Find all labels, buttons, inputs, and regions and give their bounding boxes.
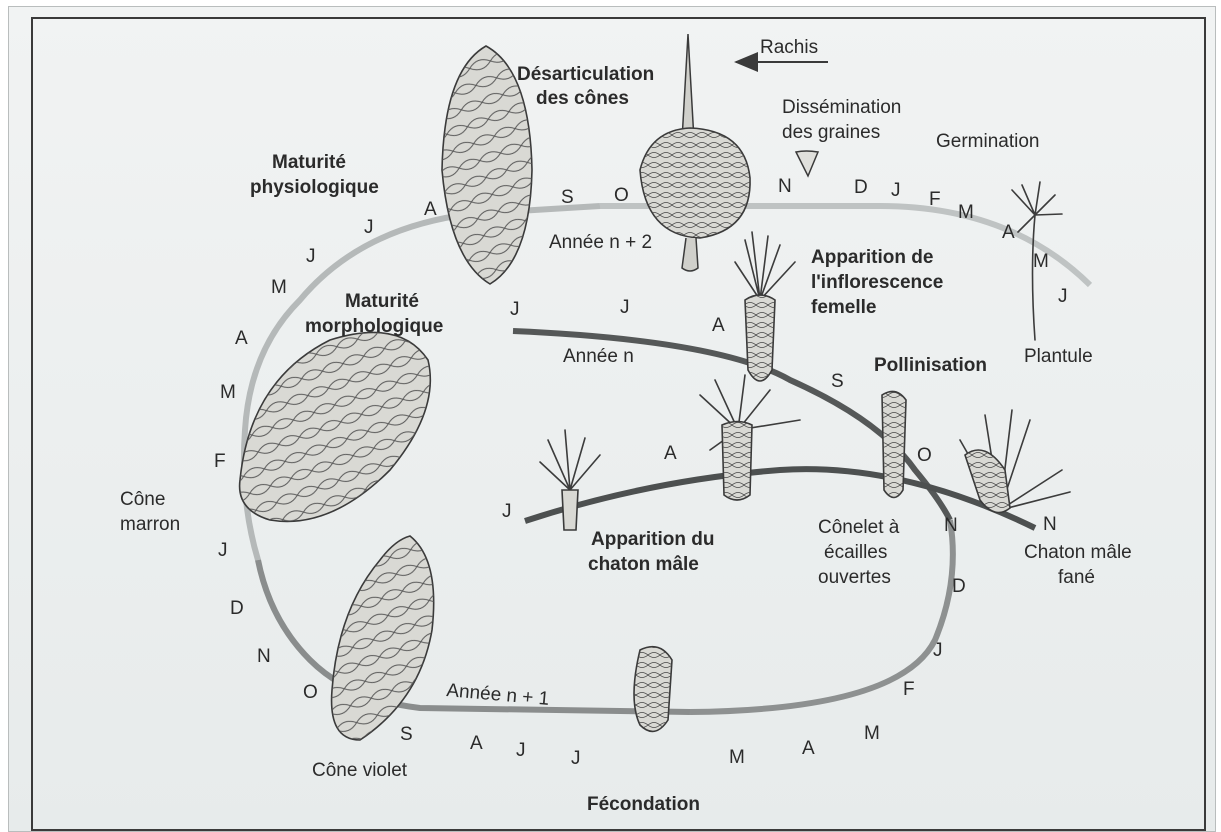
month-outer-top: M xyxy=(958,202,974,223)
label-apparition-chaton-1: Apparition du xyxy=(591,529,714,550)
label-chaton-fane-2: fané xyxy=(1058,567,1095,588)
label-rachis: Rachis xyxy=(760,37,818,58)
month-outer-top: O xyxy=(614,185,629,206)
month-outer-top: J xyxy=(306,246,316,267)
fertilization-cone-icon xyxy=(634,647,672,732)
label-apparition-chaton-2: chaton mâle xyxy=(588,554,699,575)
month-outer-left: J xyxy=(218,540,228,561)
month-outer-top: M xyxy=(1033,251,1049,272)
label-cone-marron-2: marron xyxy=(120,514,180,535)
faded-male-catkin-icon xyxy=(960,410,1070,513)
month-outer-top: F xyxy=(929,189,941,210)
cycle-path-male-catkin xyxy=(525,469,1035,528)
month-year-n: A xyxy=(712,315,725,336)
label-year-n: Année n xyxy=(563,346,634,367)
opened-cone-rachis-icon xyxy=(640,34,750,271)
month-bottom: A xyxy=(802,738,815,759)
month-bottom: S xyxy=(400,724,413,745)
month-outer-top: J xyxy=(891,180,901,201)
month-outer-top: N xyxy=(778,176,792,197)
label-fecondation: Fécondation xyxy=(587,794,700,815)
label-year-n2: Année n + 2 xyxy=(549,232,652,253)
label-apparition-inflo-3: femelle xyxy=(811,297,876,318)
label-conelet-3: ouvertes xyxy=(818,567,891,588)
month-right: J xyxy=(933,640,943,661)
label-maturite-morpho-2: morphologique xyxy=(305,316,443,337)
label-germination: Germination xyxy=(936,131,1040,152)
label-apparition-inflo-1: Apparition de xyxy=(811,247,933,268)
label-cone-marron-1: Cône xyxy=(120,489,165,510)
label-chaton-fane-1: Chaton mâle xyxy=(1024,542,1132,563)
month-year-n: S xyxy=(831,371,844,392)
month-bottom: M xyxy=(729,747,745,768)
month-bottom: A xyxy=(470,733,483,754)
label-maturite-morpho-1: Maturité xyxy=(345,291,419,312)
month-year-n: J xyxy=(620,297,630,318)
month-year-n: J xyxy=(510,299,520,320)
conelet-icon xyxy=(882,391,906,497)
month-right: D xyxy=(952,576,966,597)
label-conelet-1: Cônelet à xyxy=(818,517,900,538)
month-male: N xyxy=(944,515,958,536)
month-outer-left: N xyxy=(257,646,271,667)
month-bottom: J xyxy=(571,748,581,769)
month-bottom: J xyxy=(516,740,526,761)
month-year-n: O xyxy=(917,445,932,466)
month-outer-top: A xyxy=(424,199,437,220)
month-outer-left: M xyxy=(220,382,236,403)
month-right: M xyxy=(864,723,880,744)
brown-cone-icon xyxy=(240,332,431,521)
label-desarticulation-1: Désarticulation xyxy=(517,64,654,85)
label-dissemination-1: Dissémination xyxy=(782,97,901,118)
label-cone-violet: Cône violet xyxy=(312,760,408,781)
month-outer-left: M xyxy=(271,277,287,298)
month-outer-top: A xyxy=(1002,222,1015,243)
month-outer-left: D xyxy=(230,598,244,619)
male-catkin-icon-2 xyxy=(700,375,800,500)
month-male: A xyxy=(664,443,677,464)
label-pollinisation: Pollinisation xyxy=(874,355,987,376)
month-outer-top: D xyxy=(854,177,868,198)
month-male: N xyxy=(1043,514,1057,535)
label-maturite-physio-2: physiologique xyxy=(250,177,379,198)
label-dissemination-2: des graines xyxy=(782,122,880,143)
label-plantule: Plantule xyxy=(1024,346,1093,367)
month-outer-top: S xyxy=(561,187,574,208)
label-maturite-physio-1: Maturité xyxy=(272,152,346,173)
label-apparition-inflo-2: l'inflorescence xyxy=(811,272,943,293)
label-conelet-2: écailles xyxy=(824,542,887,563)
label-desarticulation-2: des cônes xyxy=(536,88,629,109)
month-outer-left: A xyxy=(235,328,248,349)
label-year-n1: Année n + 1 xyxy=(446,680,550,710)
month-outer-top: J xyxy=(1058,286,1068,307)
month-outer-top: J xyxy=(364,217,374,238)
month-outer-left: O xyxy=(303,682,318,703)
seed-icon xyxy=(796,151,818,176)
month-male: J xyxy=(502,501,512,522)
month-right: F xyxy=(903,679,915,700)
month-outer-left: F xyxy=(214,451,226,472)
